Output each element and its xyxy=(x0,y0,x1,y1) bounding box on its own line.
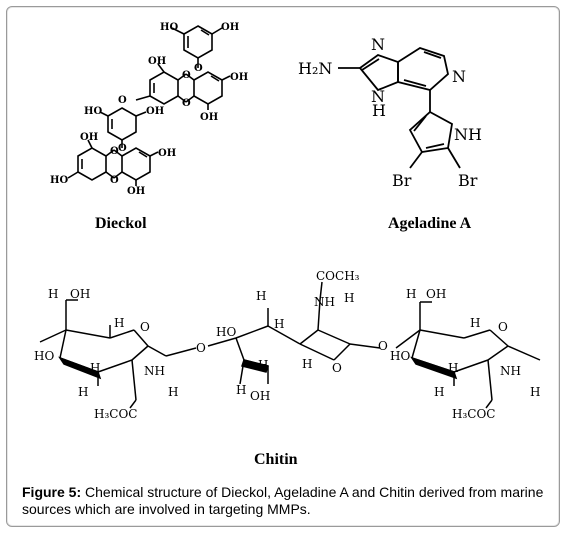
svg-text:H: H xyxy=(48,287,58,301)
chitin-label: Chitin xyxy=(254,451,298,468)
svg-text:O: O xyxy=(332,361,342,375)
svg-text:OH: OH xyxy=(146,106,164,117)
svg-text:O: O xyxy=(118,95,127,106)
svg-text:H: H xyxy=(434,385,444,399)
svg-text:OH: OH xyxy=(230,72,248,83)
svg-text:OH: OH xyxy=(426,287,446,301)
svg-text:H₃COC: H₃COC xyxy=(452,407,495,421)
svg-text:H: H xyxy=(90,361,100,375)
svg-text:OH: OH xyxy=(70,287,90,301)
svg-text:O: O xyxy=(498,320,508,334)
svg-text:H: H xyxy=(236,383,246,397)
svg-text:COCH₃: COCH₃ xyxy=(316,269,360,283)
svg-text:HO: HO xyxy=(390,349,410,363)
dieckol-structure xyxy=(67,25,231,186)
svg-text:HO: HO xyxy=(216,325,236,339)
svg-text:H: H xyxy=(78,385,88,399)
chitin-atoms: H OH H O HO H NH H H O H₃COC H HO H H H … xyxy=(34,269,540,421)
caption-text: Chemical structure of Dieckol, Ageladine… xyxy=(22,484,544,517)
svg-text:H: H xyxy=(344,291,354,305)
svg-text:Br: Br xyxy=(458,171,478,190)
svg-text:N: N xyxy=(371,87,385,106)
svg-text:HO: HO xyxy=(50,175,68,186)
caption-label: Figure 5: xyxy=(22,484,82,500)
svg-text:NH: NH xyxy=(500,364,521,378)
svg-text:H₂N: H₂N xyxy=(298,59,332,78)
svg-text:O: O xyxy=(118,143,127,154)
svg-text:H: H xyxy=(372,101,386,120)
svg-text:O: O xyxy=(182,70,191,81)
svg-text:H: H xyxy=(168,385,178,399)
svg-text:H: H xyxy=(302,357,312,371)
figure-frame xyxy=(6,6,560,527)
svg-text:NH: NH xyxy=(314,295,335,309)
svg-text:NH: NH xyxy=(144,364,165,378)
chitin-structure xyxy=(39,281,541,409)
svg-text:O: O xyxy=(378,339,388,353)
svg-text:OH: OH xyxy=(80,132,98,143)
svg-text:OH: OH xyxy=(158,148,176,159)
svg-text:O: O xyxy=(182,98,191,109)
svg-text:O: O xyxy=(194,63,203,74)
svg-text:H: H xyxy=(274,317,284,331)
ageladine-atoms: H₂N N N H N NH Br Br xyxy=(298,35,482,190)
svg-text:H: H xyxy=(406,287,416,301)
svg-text:H: H xyxy=(256,289,266,303)
svg-text:O: O xyxy=(196,341,206,355)
svg-text:H₃COC: H₃COC xyxy=(94,407,137,421)
svg-text:H: H xyxy=(448,361,458,375)
svg-text:H: H xyxy=(470,316,480,330)
figure-caption: Figure 5: Chemical structure of Dieckol,… xyxy=(22,484,547,518)
svg-text:Br: Br xyxy=(392,171,412,190)
svg-text:N: N xyxy=(452,67,466,86)
svg-text:HO: HO xyxy=(34,349,54,363)
svg-text:OH: OH xyxy=(200,112,218,123)
svg-text:HO: HO xyxy=(84,106,102,117)
svg-text:OH: OH xyxy=(127,186,145,197)
svg-text:OH: OH xyxy=(221,22,239,33)
svg-text:O: O xyxy=(110,175,119,186)
svg-text:OH: OH xyxy=(148,56,166,67)
structures-canvas: HO OH O OH OH O O OH O HO OH O OH OH O O… xyxy=(34,22,541,468)
dieckol-label: Dieckol xyxy=(95,215,147,232)
svg-text:O: O xyxy=(110,146,119,157)
svg-text:H: H xyxy=(530,385,540,399)
dieckol-atoms: HO OH O OH OH O O OH O HO OH O OH OH O O… xyxy=(50,22,248,197)
ageladine-label: Ageladine A xyxy=(388,215,472,232)
svg-text:N: N xyxy=(371,35,385,54)
svg-text:HO: HO xyxy=(160,22,178,33)
svg-text:O: O xyxy=(140,320,150,334)
svg-text:NH: NH xyxy=(454,125,482,144)
ageladine-structure xyxy=(338,47,461,169)
svg-text:H: H xyxy=(114,316,124,330)
svg-text:H: H xyxy=(258,358,268,372)
svg-text:OH: OH xyxy=(250,389,270,403)
